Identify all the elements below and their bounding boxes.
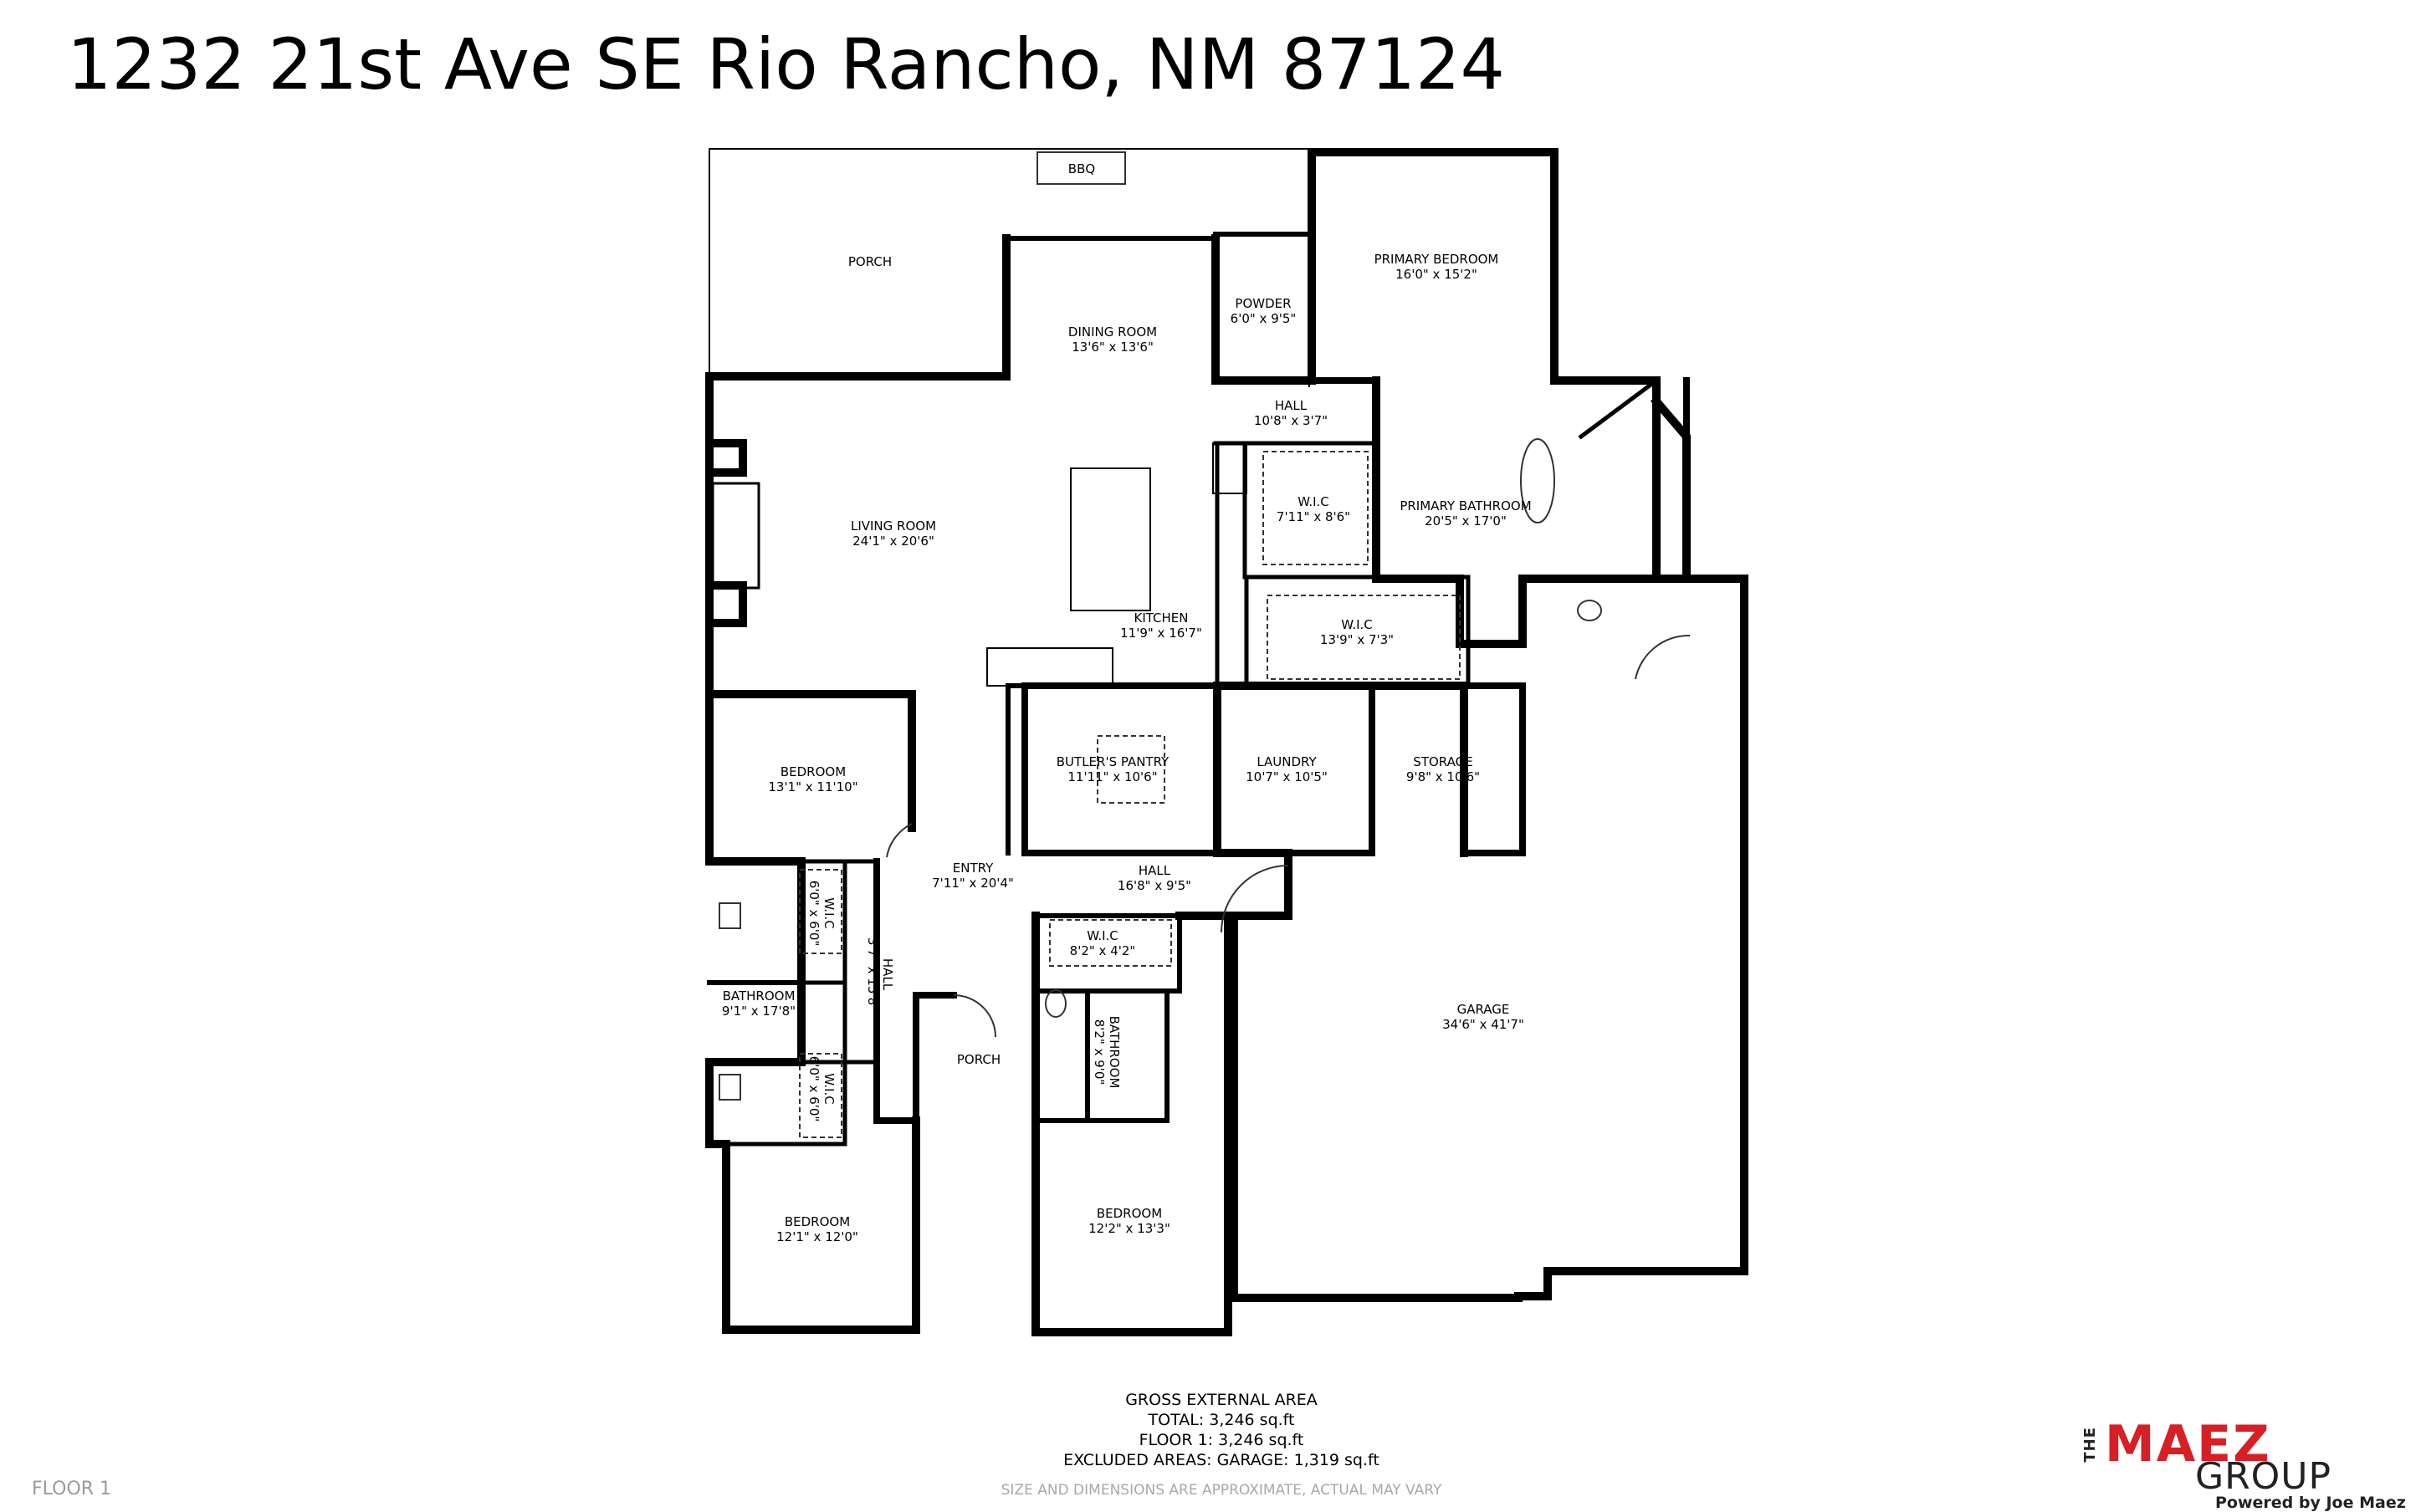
room-dims: 13'6" x 13'6" [1072,340,1154,355]
fixtures [719,151,1691,1138]
room-dims: 8'2" x 9'0" [1092,1019,1107,1085]
area-excluded: EXCLUDED AREAS: GARAGE: 1,319 sq.ft [1063,1451,1379,1469]
page-title: 1232 21st Ave SE Rio Rancho, NM 87124 [67,23,1505,105]
room-dims: 10'8" x 3'7" [1254,413,1328,428]
room-dims: 12'1" x 12'0" [776,1229,858,1244]
room-dims: 34'6" x 41'7" [1442,1017,1524,1032]
room-name: BATHROOM [1107,1016,1122,1089]
room-dims: 6'0" x 9'5" [1231,311,1297,326]
room-dims: 11'9" x 16'7" [1120,626,1202,641]
room-name: LIVING ROOM [851,518,936,534]
room-dims: 11'11" x 10'6" [1067,769,1157,784]
room-name: PORCH [848,254,892,269]
room-name: BEDROOM [1097,1206,1162,1221]
room-dims: 6'0" x 6'0" [806,1056,822,1122]
room-wic-4: W.I.C8'2" x 4'2" [1070,928,1136,958]
room-name: HALL [880,958,895,991]
room-dims: 7'11" x 20'4" [932,876,1014,891]
floor-label: FLOOR 1 [32,1479,112,1499]
room-porch-front: PORCH [957,1052,1001,1067]
room-name: PORCH [957,1052,1001,1067]
room-name: BBQ [1068,161,1095,176]
room-dims: 3'7" x 15'8" [865,937,880,1011]
room-name: PRIMARY BATHROOM [1400,498,1531,513]
logo-powered: Powered by Joe Maez [2215,1494,2406,1512]
room-name: BUTLER'S PANTRY [1057,754,1170,769]
room-bbq: BBQ [1068,161,1095,176]
room-dims: 16'8" x 9'5" [1118,878,1191,893]
room-dims: 12'2" x 13'3" [1088,1221,1170,1236]
area-heading: GROSS EXTERNAL AREA [1125,1391,1318,1409]
room-dims: 9'1" x 17'8" [722,1004,796,1019]
room-dims: 9'8" x 10'6" [1406,769,1480,784]
room-wic-5: W.I.C6'0" x 6'0" [806,1056,837,1122]
room-wic-1: W.I.C7'11" x 8'6" [1277,494,1350,524]
room-name: PRIMARY BEDROOM [1374,252,1499,267]
room-dims: 6'0" x 6'0" [806,881,822,947]
area-total: TOTAL: 3,246 sq.ft [1148,1411,1295,1429]
room-name: POWDER [1235,296,1291,311]
room-name: BEDROOM [781,764,846,779]
brand-logo: THE MAEZ GROUP Powered by Joe Maez [2081,1415,2406,1512]
room-dims: 13'1" x 11'10" [768,779,857,794]
logo-name: MAEZ [2105,1415,2271,1474]
logo-group: GROUP [2195,1455,2332,1498]
room-name: HALL [1139,863,1171,878]
room-name: ENTRY [953,861,994,876]
room-name: DINING ROOM [1068,324,1157,340]
room-name: BEDROOM [785,1214,850,1229]
room-name: STORAGE [1413,754,1472,769]
room-dims: 24'1" x 20'6" [852,534,934,549]
room-dims: 13'9" x 7'3" [1320,632,1394,647]
room-dims: 8'2" x 4'2" [1070,943,1136,958]
room-name: KITCHEN [1134,610,1189,626]
room-name: HALL [1275,398,1308,413]
room-name: W.I.C [1087,928,1118,943]
walls [705,148,1748,1336]
room-name: W.I.C [1341,617,1373,632]
room-dims: 7'11" x 8'6" [1277,509,1350,524]
room-dims: 10'7" x 10'5" [1246,769,1328,784]
room-name: BATHROOM [723,988,796,1004]
room-dims: 20'5" x 17'0" [1425,513,1507,529]
room-name: LAUNDRY [1257,754,1317,769]
room-dims: 16'0" x 15'2" [1395,267,1477,282]
room-name: W.I.C [822,1073,837,1105]
area-floor1: FLOOR 1: 3,246 sq.ft [1139,1431,1304,1449]
room-name: W.I.C [822,897,837,929]
room-name: GARAGE [1457,1002,1510,1017]
room-wic-2: W.I.C13'9" x 7'3" [1320,617,1394,647]
logo-the: THE [2081,1427,2099,1463]
gross-area-summary: GROSS EXTERNAL AREA TOTAL: 3,246 sq.ft F… [1004,1390,1439,1470]
room-porch-top: PORCH [848,254,892,269]
room-wic-3: W.I.C6'0" x 6'0" [806,881,837,947]
disclaimer: SIZE AND DIMENSIONS ARE APPROXIMATE, ACT… [1001,1482,1442,1499]
room-name: W.I.C [1298,494,1329,509]
